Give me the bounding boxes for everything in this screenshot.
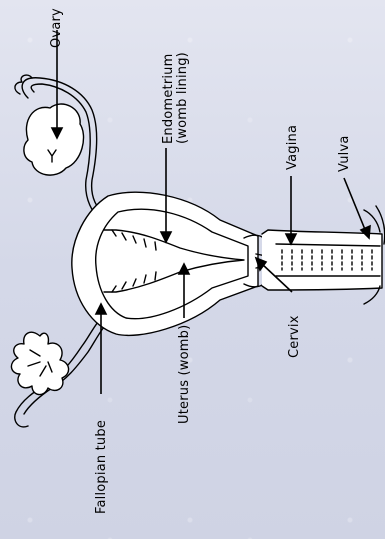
label-ovary: Ovary — [50, 8, 64, 48]
label-cervix: Cervix — [288, 315, 302, 358]
label-fallopian-tube: Fallopian tube — [95, 420, 109, 514]
label-uterus: Uterus (womb) — [178, 325, 192, 424]
fimbria-lower — [11, 332, 68, 394]
label-vulva: Vulva — [338, 135, 352, 172]
vulva-arrow-line — [344, 178, 366, 232]
label-vagina: Vagina — [286, 125, 300, 170]
label-endometrium: Endometrium (womb lining) — [162, 52, 190, 144]
ovary — [24, 104, 84, 175]
